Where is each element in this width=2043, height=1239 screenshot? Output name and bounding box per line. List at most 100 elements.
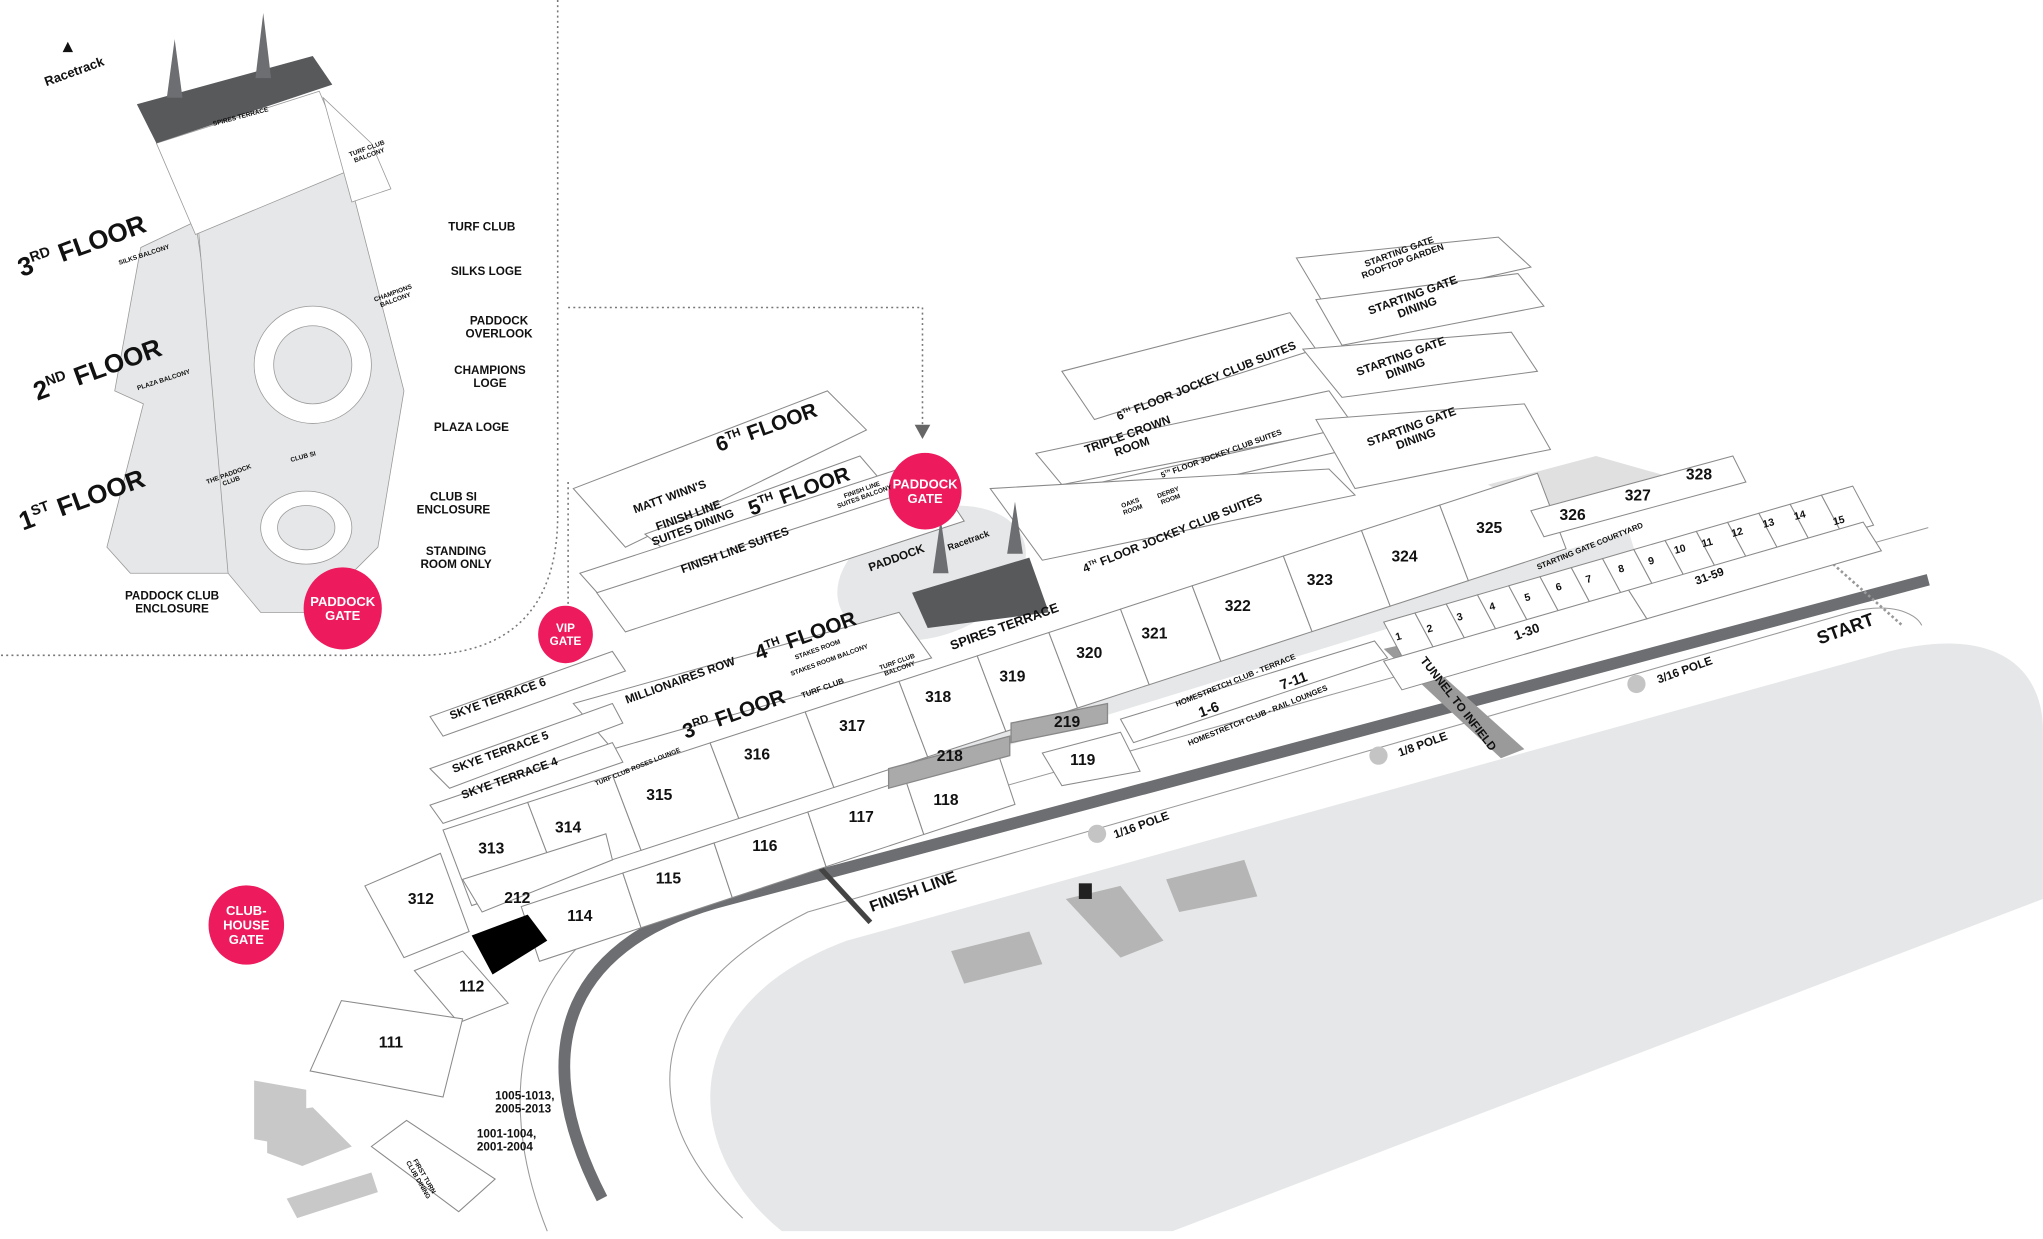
- section-219[interactable]: [1010, 702, 1109, 744]
- section-326-328[interactable]: [1530, 455, 1747, 538]
- section-218-label: 218: [937, 748, 963, 765]
- pole-3-16-label: 3/16 POLE: [1655, 654, 1714, 686]
- section-111[interactable]: [309, 1000, 464, 1098]
- inset-border: [0, 0, 559, 657]
- homestretch-1-6: 1-6: [1197, 699, 1222, 721]
- paddock-gate-marker: [888, 452, 962, 530]
- pointer-arrow-icon: [914, 424, 931, 440]
- pole-3-16-marker: [1627, 674, 1646, 694]
- section-15[interactable]: [1820, 485, 1875, 535]
- inset-pointer: [568, 306, 924, 428]
- vip-gate-marker: [538, 605, 593, 664]
- box-2-label: 2: [1426, 623, 1435, 635]
- box-8-label: 8: [1617, 563, 1626, 575]
- box-1-label: 1: [1394, 631, 1403, 643]
- section-119[interactable]: [1041, 731, 1141, 787]
- section-112-label: 112: [459, 978, 485, 995]
- section-218[interactable]: [887, 735, 1011, 790]
- section-324-label: 324: [1391, 549, 1417, 566]
- callout-silks-loge: SILKS LOGE: [451, 265, 522, 278]
- section-328-label: 328: [1686, 466, 1712, 483]
- section-117-label: 117: [849, 809, 874, 826]
- spires-building: [912, 501, 1049, 628]
- section-116[interactable]: [713, 811, 827, 899]
- inset-floor-3: 3RDFLOOR: [14, 208, 151, 282]
- section-312-label: 312: [408, 891, 434, 908]
- pole-1-16-label: 1/16 POLE: [1112, 809, 1171, 841]
- section-111-label: 111: [379, 1034, 404, 1051]
- pole-1-8-marker: [1369, 746, 1388, 765]
- section-316-label: 316: [744, 747, 770, 764]
- section-312[interactable]: [364, 852, 470, 959]
- box-9-label: 9: [1647, 556, 1656, 568]
- box-4-label: 4: [1488, 601, 1497, 613]
- boxes-1005-1013: 1005-1013,2005-2013: [495, 1090, 554, 1116]
- section-314-label: 314: [555, 820, 581, 837]
- box-15-label: 15: [1832, 514, 1846, 528]
- outbuildings: [254, 859, 1258, 1219]
- clubhouse-gate-marker: [208, 885, 285, 965]
- section-323-label: 323: [1307, 572, 1333, 589]
- box-14-label: 14: [1793, 509, 1807, 523]
- section-114-label: 114: [567, 908, 593, 925]
- section-212[interactable]: [461, 833, 614, 913]
- section-319-label: 319: [999, 668, 1025, 685]
- section-219-label: 219: [1054, 714, 1080, 731]
- section-317-label: 317: [839, 718, 865, 735]
- section-325[interactable]: [1439, 472, 1567, 582]
- section-113-selected[interactable]: [471, 914, 548, 975]
- box-13-label: 13: [1762, 517, 1776, 531]
- inset-paddock-gate-marker: [303, 567, 382, 650]
- upper-floor-blocks: [429, 236, 1552, 825]
- section-315-label: 315: [646, 787, 672, 804]
- compass-label: Racetrack: [42, 53, 106, 89]
- first-turn-club-dining[interactable]: [370, 1119, 497, 1213]
- box-3-label: 3: [1456, 612, 1465, 624]
- box-7-label: 7: [1585, 574, 1594, 586]
- box-5-label: 5: [1523, 592, 1532, 604]
- section-320-label: 320: [1076, 645, 1102, 662]
- section-119-label: 119: [1070, 752, 1096, 769]
- homestretch-club[interactable]: [1119, 640, 1389, 744]
- section-116-label: 116: [752, 838, 778, 855]
- start-label: START: [1814, 608, 1877, 648]
- section-313-label: 313: [478, 840, 504, 857]
- section-118-label: 118: [933, 792, 959, 809]
- section-322-label: 322: [1225, 598, 1251, 615]
- section-112[interactable]: [413, 950, 510, 1024]
- callout-turf-club: TURF CLUB: [448, 221, 515, 234]
- start-line: [1820, 552, 1904, 627]
- pole-1-16-marker: [1087, 824, 1107, 843]
- section-boxes-31-59[interactable]: [1627, 521, 1883, 620]
- section-318-label: 318: [925, 689, 951, 706]
- box-10-label: 10: [1673, 543, 1687, 557]
- inset-floorplan: [62, 13, 405, 613]
- section-326-label: 326: [1560, 507, 1586, 524]
- section-321-label: 321: [1141, 625, 1167, 642]
- boxes-1001-1004: 1001-1004,2001-2004: [477, 1127, 536, 1153]
- pole-1-8-label: 1/8 POLE: [1396, 730, 1449, 760]
- box-12-label: 12: [1730, 526, 1744, 540]
- section-327-label: 327: [1625, 487, 1651, 504]
- box-6-label: 6: [1555, 582, 1564, 594]
- section-325-label: 325: [1476, 520, 1502, 537]
- section-212-label: 212: [504, 890, 530, 907]
- box-11-label: 11: [1701, 537, 1715, 551]
- finish-line-label: FINISH LINE: [867, 869, 958, 916]
- inset-champions-balcony: CHAMPIONSBALCONY: [373, 283, 416, 310]
- infield: [710, 643, 2043, 1232]
